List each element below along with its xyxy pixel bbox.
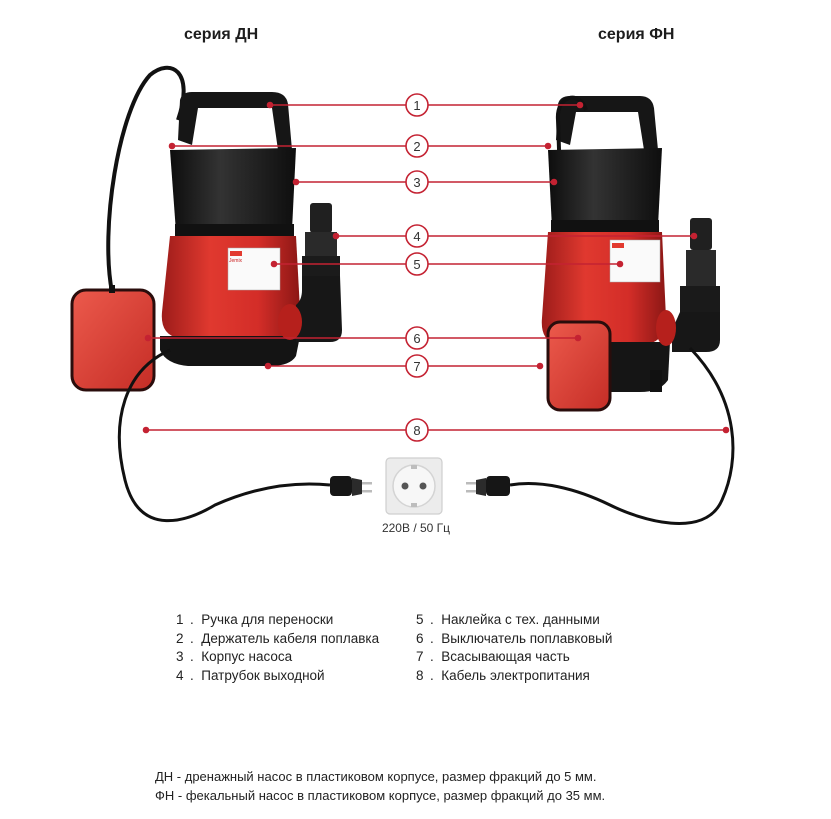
legend-label: Патрубок выходной — [201, 667, 325, 683]
legend-num: 4 — [176, 667, 184, 683]
marker-8: 8 — [405, 418, 429, 442]
fn-float-switch — [546, 320, 612, 412]
svg-text:8: 8 — [413, 423, 420, 438]
legend-item: 5. Наклейка с тех. данными — [416, 611, 612, 630]
fn-outlet-pipe — [656, 218, 720, 352]
dn-outlet-pipe — [278, 203, 342, 342]
legend-num: 1 — [176, 612, 184, 627]
series-dn-title: серия ДН — [184, 26, 259, 43]
dn-power-cable — [117, 348, 331, 523]
dn-handle — [178, 92, 292, 150]
fn-motor-housing — [548, 148, 662, 228]
fn-pump — [466, 95, 735, 525]
marker-6: 6 — [405, 326, 429, 350]
legend-num: 7 — [416, 649, 424, 664]
svg-text:1: 1 — [413, 98, 420, 113]
svg-text:6: 6 — [413, 331, 420, 346]
fn-handle — [556, 96, 658, 150]
legend-item: 7. Всасывающая часть — [416, 648, 612, 667]
svg-text:5: 5 — [413, 257, 420, 272]
legend-num: 6 — [416, 630, 424, 646]
series-fn-title: серия ФН — [598, 26, 675, 43]
dn-motor-housing — [170, 148, 296, 232]
marker-2: 2 — [405, 134, 429, 158]
legend-item: 3. Корпус насоса — [176, 648, 379, 667]
note-fn: ФН - фекальный насос в пластиковом корпу… — [155, 788, 606, 803]
legend-item: 4. Патрубок выходной — [176, 667, 379, 686]
legend-num: 5 — [416, 612, 424, 627]
power-socket-icon — [385, 457, 443, 515]
svg-text:7: 7 — [413, 359, 420, 374]
legend-label: Держатель кабеля поплавка — [201, 630, 380, 646]
legend-num: 8 — [416, 667, 424, 683]
svg-text:4: 4 — [413, 229, 420, 244]
legend-label: Всасывающая часть — [441, 649, 570, 664]
marker-7: 7 — [405, 354, 429, 378]
legend-label: Корпус насоса — [201, 649, 293, 664]
legend-label: Кабель электропитания — [441, 667, 590, 683]
legend-label: Ручка для переноски — [201, 612, 334, 627]
svg-text:3: 3 — [413, 175, 420, 190]
legend-item: 6. Выключатель поплавковый — [416, 630, 612, 649]
marker-4: 4 — [405, 224, 429, 248]
legend-item: 2. Держатель кабеля поплавка — [176, 630, 379, 649]
socket-voltage-label: 220В / 50 Гц — [381, 521, 451, 535]
marker-5: 5 — [405, 252, 429, 276]
fn-power-plug — [466, 476, 510, 496]
dn-brand-text: Jemix — [229, 258, 243, 264]
legend-num: 3 — [176, 649, 184, 664]
legend-label: Наклейка с тех. данными — [441, 612, 600, 627]
legend-num: 2 — [176, 630, 184, 646]
marker-1: 1 — [405, 93, 429, 117]
dn-suction-base — [160, 336, 300, 366]
dn-float-switch — [70, 288, 156, 392]
legend-item: 1. Ручка для переноски — [176, 611, 379, 630]
note-dn: ДН - дренажный насос в пластиковом корпу… — [155, 769, 597, 784]
dn-float-cable — [106, 65, 186, 293]
dn-power-plug — [330, 476, 372, 496]
legend-item: 8. Кабель электропитания — [416, 667, 612, 686]
marker-3: 3 — [405, 170, 429, 194]
legend-column-right: 5. Наклейка с тех. данными 6. Выключател… — [416, 611, 612, 685]
legend-label: Выключатель поплавковый — [441, 630, 613, 646]
dn-pump: Jemix — [70, 65, 372, 523]
legend-column-left: 1. Ручка для переноски 2. Держатель кабе… — [176, 611, 379, 685]
svg-text:2: 2 — [413, 139, 420, 154]
fn-power-cable — [509, 346, 735, 525]
